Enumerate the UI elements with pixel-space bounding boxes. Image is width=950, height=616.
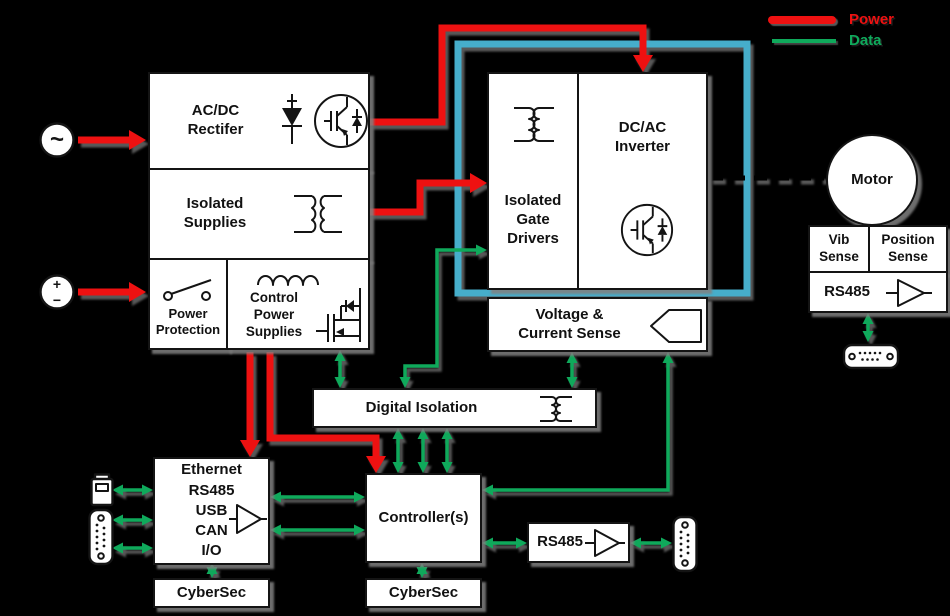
rs485-motor-block: RS485	[808, 271, 948, 313]
ac-source-icon: ~	[39, 122, 75, 158]
sense-arrow-icon	[650, 309, 702, 343]
data-gatedrivers-isolation	[399, 244, 487, 388]
sense-label: Voltage & Current Sense	[518, 305, 621, 342]
isolated-supplies-label: Isolated Supplies	[183, 195, 247, 231]
power-protection-block: Power Protection	[148, 258, 228, 350]
igbt-icon	[314, 94, 368, 148]
transformer-icon	[540, 396, 572, 422]
legend-power-line	[768, 16, 836, 24]
rectifier-block: AC/DC Rectifer	[148, 72, 370, 170]
svg-text:−: −	[53, 292, 61, 308]
cybersec-label: CyberSec	[176, 583, 247, 601]
gate-drivers-label: Isolated Gate Drivers	[504, 192, 562, 247]
position-sense-label: Position Sense	[881, 232, 935, 264]
comms-block: Ethernet RS485 USB CAN I/O	[153, 457, 270, 565]
legend-data-line	[772, 39, 836, 43]
dc-source-icon: + −	[39, 274, 75, 310]
inverter-label: DC/AC Inverter	[614, 119, 671, 155]
control-power-label: Control Power Supplies	[245, 290, 303, 339]
comms-label: Ethernet RS485 USB CAN I/O	[181, 461, 242, 560]
power-supplies-to-gate-drivers	[370, 173, 487, 216]
cybersec-comms-block: CyberSec	[153, 578, 270, 608]
digital-isolation-block: Digital Isolation	[312, 388, 597, 428]
sense-divider	[868, 227, 870, 271]
db9-connector-icon	[842, 343, 900, 370]
transformer-icon	[294, 195, 342, 233]
motor-label: Motor	[851, 170, 893, 188]
control-power-block: Control Power Supplies	[226, 258, 370, 350]
motor-block: Motor	[826, 134, 918, 226]
svg-text:~: ~	[50, 126, 64, 153]
db9-connector-icon	[672, 515, 698, 573]
db9-connector-icon	[88, 508, 114, 566]
digital-isolation-label: Digital Isolation	[365, 398, 478, 416]
svg-text:+: +	[53, 276, 61, 292]
buffer-icon	[229, 504, 267, 534]
buffer-icon	[886, 279, 932, 307]
switch-icon	[163, 279, 212, 301]
cybersec-controller-block: CyberSec	[365, 578, 482, 608]
motor-sense-block: Vib Sense Position Sense	[808, 225, 948, 273]
rs485-motor-label: RS485	[824, 282, 870, 300]
cybersec-label: CyberSec	[388, 583, 459, 601]
legend-data-label: Data	[849, 32, 882, 49]
usb-connector-icon	[90, 473, 114, 507]
rs485-drive-block: RS485	[527, 522, 630, 563]
inverter-divider	[577, 74, 579, 288]
rs485-drive-label: RS485	[537, 533, 583, 551]
inductor-icon	[257, 275, 319, 286]
controller-label: Controller(s)	[378, 508, 469, 526]
transformer-icon	[514, 107, 554, 142]
power-protection-label: Power Protection	[155, 306, 221, 338]
controller-block: Controller(s)	[365, 473, 482, 563]
rectifier-label: AC/DC Rectifer	[187, 102, 244, 138]
igbt-icon	[620, 203, 674, 257]
mosfet-icon	[316, 288, 361, 342]
buffer-icon	[585, 529, 625, 557]
inverter-block: Isolated Gate Drivers DC/AC Inverter	[487, 72, 708, 290]
isolated-supplies-block: Isolated Supplies	[148, 168, 370, 260]
sense-block: Voltage & Current Sense	[487, 297, 708, 352]
legend-power-label: Power	[849, 11, 895, 28]
diode-icon	[282, 94, 302, 144]
vib-sense-label: Vib Sense	[819, 232, 859, 264]
